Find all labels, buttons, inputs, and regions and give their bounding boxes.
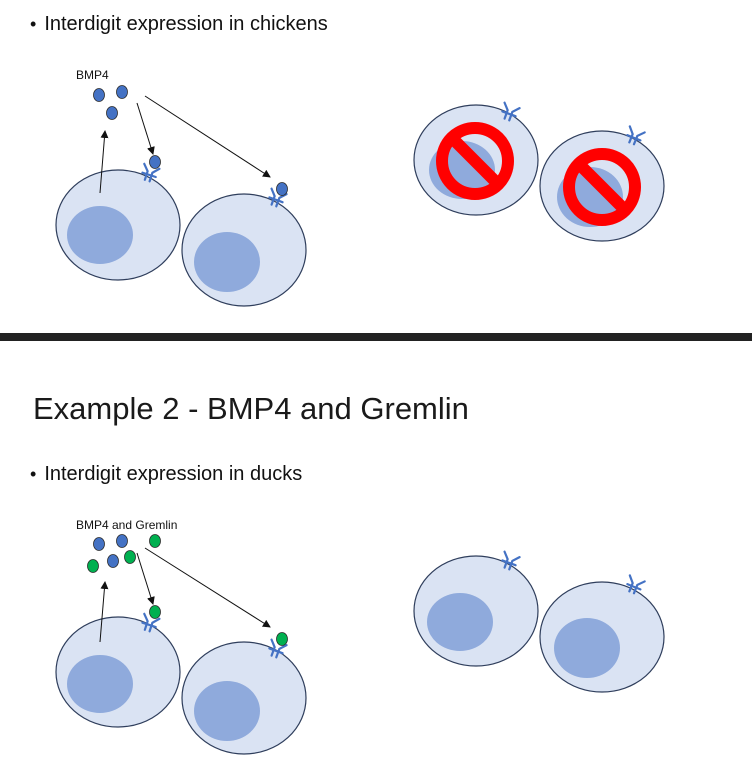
- bmp4-molecule: [93, 88, 105, 102]
- receptor-bar: [141, 171, 157, 179]
- prohibited-bar: [574, 159, 630, 215]
- bmp4-gremlin-label: BMP4 and Gremlin: [76, 518, 178, 532]
- receptor-arm: [628, 574, 634, 593]
- gremlin-bound-molecule: [276, 632, 288, 646]
- signal-arrow: [144, 95, 271, 178]
- receptor-bar: [501, 110, 517, 118]
- receptor-arm: [503, 101, 509, 120]
- gremlin-bound-molecule: [149, 605, 161, 619]
- cell: [539, 581, 665, 693]
- receptor-icon: [141, 612, 161, 633]
- receptor-arm: [628, 125, 634, 144]
- cell: [181, 641, 307, 755]
- receptor-arm: [503, 550, 509, 569]
- receptor-icon: [501, 550, 521, 571]
- receptor-icon: [626, 574, 646, 595]
- signal-arrow: [136, 102, 155, 155]
- receptor-icon: [268, 638, 288, 659]
- bullet-ducks: • Interdigit expression in ducks: [30, 463, 302, 486]
- bullet-ducks-text: Interdigit expression in ducks: [44, 463, 303, 485]
- receptor-arm: [632, 131, 646, 146]
- gremlin-molecule: [124, 550, 136, 564]
- cell: [55, 169, 181, 281]
- receptor-arm: [632, 580, 646, 595]
- signal-arrow: [99, 130, 109, 194]
- prohibited-ring: [436, 122, 514, 200]
- receptor-arm: [270, 187, 276, 206]
- bmp4-molecule: [106, 106, 118, 120]
- cell: [181, 193, 307, 307]
- receptor-icon: [141, 162, 161, 183]
- bullet-marker: •: [30, 464, 37, 484]
- receptor-arm: [143, 162, 149, 181]
- receptor-bar: [626, 134, 642, 142]
- cell-nucleus: [194, 232, 260, 292]
- receptor-arm: [143, 612, 149, 631]
- bmp4-bound-molecule: [276, 182, 288, 196]
- receptor-bar: [141, 621, 157, 629]
- cell-nucleus: [554, 618, 620, 678]
- receptor-bar: [268, 196, 284, 204]
- cell: [55, 616, 181, 728]
- bmp4-molecule: [116, 534, 128, 548]
- bmp4-bound-molecule: [149, 155, 161, 169]
- prohibited-icon: [436, 122, 514, 200]
- cell-nucleus: [67, 655, 133, 713]
- bmp4-molecule: [93, 537, 105, 551]
- cell-nucleus: [67, 206, 133, 264]
- signal-arrow: [136, 552, 155, 605]
- receptor-arm: [148, 617, 161, 633]
- gremlin-molecule: [87, 559, 99, 573]
- prohibited-ring: [563, 148, 641, 226]
- slide-divider: [0, 333, 752, 341]
- bmp4-molecule: [116, 85, 128, 99]
- receptor-arm: [148, 167, 161, 183]
- receptor-bar: [501, 559, 517, 567]
- cell: [413, 555, 539, 667]
- bullet-marker: •: [30, 14, 37, 34]
- example-heading: Example 2 - BMP4 and Gremlin: [33, 391, 469, 426]
- receptor-arm: [508, 555, 521, 571]
- signal-arrow: [144, 547, 271, 628]
- receptor-bar: [626, 583, 642, 591]
- bmp4-label: BMP4: [76, 68, 109, 82]
- prohibited-bar: [447, 133, 503, 189]
- receptor-arm: [508, 106, 521, 122]
- cell-nucleus: [427, 593, 493, 651]
- signal-arrow: [99, 581, 109, 643]
- cell-nucleus: [194, 681, 260, 741]
- bmp4-molecule: [107, 554, 119, 568]
- prohibited-icon: [563, 148, 641, 226]
- bullet-chickens-text: Interdigit expression in chickens: [44, 13, 328, 35]
- gremlin-molecule: [149, 534, 161, 548]
- receptor-icon: [626, 125, 646, 146]
- receptor-icon: [501, 101, 521, 122]
- receptor-arm: [270, 638, 276, 657]
- receptor-bar: [268, 647, 284, 655]
- receptor-arm: [275, 643, 288, 659]
- bullet-chickens: • Interdigit expression in chickens: [30, 13, 328, 36]
